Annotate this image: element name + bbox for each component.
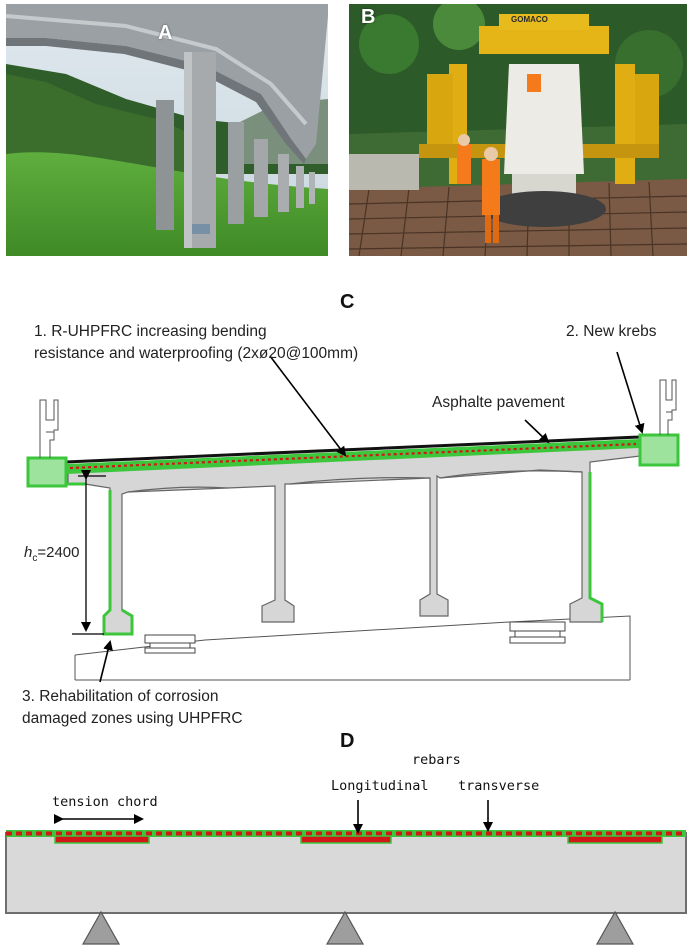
slab-body xyxy=(5,832,687,914)
tension-chord-right xyxy=(567,835,663,844)
height-subscript: c xyxy=(32,553,38,564)
rebar-line xyxy=(69,442,637,470)
label-rehabilitation-line1: 3. Rehabilitation of corrosion xyxy=(22,688,219,705)
label-girder-height: hc=2400 xyxy=(24,542,79,570)
panel-label-c: C xyxy=(340,291,355,313)
label-r-uhpfrc-line1: 1. R-UHPFRC increasing bending xyxy=(34,323,267,340)
label-asphalt-pavement: Asphalte pavement xyxy=(432,394,565,411)
panel-label-d: D xyxy=(340,730,355,752)
label-transverse: transverse xyxy=(458,778,540,794)
photo-viaduct xyxy=(6,4,328,256)
leader-arrow-3 xyxy=(99,640,113,683)
support-left xyxy=(81,910,121,945)
label-rehabilitation-line2: damaged zones using UHPFRC xyxy=(22,710,243,727)
label-rebars: rebars xyxy=(412,752,461,768)
support-middle xyxy=(325,910,365,945)
label-new-krebs: 2. New krebs xyxy=(566,323,657,340)
label-longitudinal: Longitudinal xyxy=(331,778,429,794)
leader-arrow-2 xyxy=(616,351,645,434)
bearing-right xyxy=(509,621,566,644)
panel-label-b: B xyxy=(361,6,376,28)
leader-arrow-1 xyxy=(269,355,347,457)
support-right xyxy=(595,910,635,945)
height-dimension xyxy=(72,470,106,635)
kreb-right xyxy=(638,433,680,467)
kreb-left xyxy=(26,456,68,488)
tension-chord-middle xyxy=(300,835,392,844)
machine-brand-sign: GOMACO xyxy=(511,15,548,24)
leader-arrow-asphalt xyxy=(524,419,550,444)
bearing-left xyxy=(144,634,196,654)
label-tension-chord: tension chord xyxy=(52,794,158,810)
railing-right xyxy=(659,379,677,435)
railing-left xyxy=(39,399,59,458)
uhpfrc-rehab-right-web xyxy=(588,472,604,622)
photo-construction-machine xyxy=(349,4,687,256)
tension-chord-left xyxy=(54,835,150,844)
label-r-uhpfrc-line2: resistance and waterproofing (2xø20@100m… xyxy=(34,345,359,362)
panel-label-a: A xyxy=(158,22,173,44)
box-girder-section xyxy=(67,444,641,635)
height-symbol: h xyxy=(24,544,33,561)
height-value: =2400 xyxy=(37,544,80,561)
